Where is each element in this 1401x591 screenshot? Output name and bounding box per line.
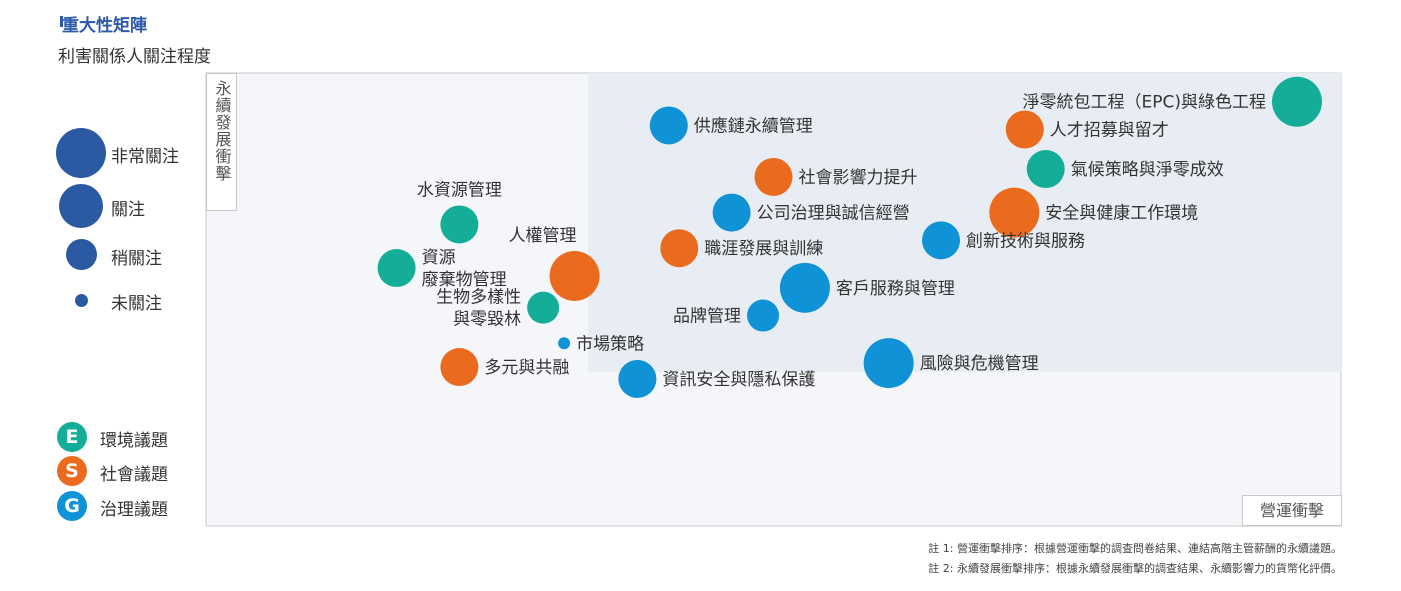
governance-badge: G	[57, 491, 87, 521]
topic-point-14	[747, 299, 780, 332]
x-axis-label-box: 營運衝擊	[1242, 495, 1342, 526]
topic-label-10: 人權管理	[509, 226, 577, 246]
topic-label-9: 職涯發展與訓練	[704, 239, 823, 259]
topic-label-3: 社會影響力提升	[799, 168, 918, 188]
size-legend-dot-4	[56, 128, 106, 178]
size-legend-label: 稍關注	[111, 249, 162, 269]
social-badge: S	[57, 456, 87, 486]
x-axis-label: 營運衝擊	[1259, 501, 1324, 520]
topic-point-0	[1272, 76, 1322, 127]
topic-point-1	[1005, 110, 1044, 149]
page-title: 重大性矩陣	[62, 16, 147, 36]
topic-point-5	[712, 193, 751, 232]
topic-point-9	[660, 229, 699, 268]
topic-label-16: 多元與共融	[484, 358, 569, 378]
topic-point-18	[863, 338, 914, 389]
topic-point-2	[649, 106, 688, 145]
topic-label-6: 安全與健康工作環境	[1045, 204, 1198, 224]
topic-label-15: 市場策略	[576, 334, 644, 354]
topic-label-2: 供應鏈永續管理	[694, 115, 813, 136]
topic-label-14: 品牌管理	[673, 307, 741, 327]
topic-point-7	[440, 205, 479, 244]
topic-point-8	[922, 221, 961, 260]
size-legend-label: 關注	[111, 200, 145, 220]
governance-label: 治理議題	[100, 500, 168, 520]
social-label: 社會議題	[100, 465, 168, 485]
title-accent-bar	[60, 16, 63, 27]
environment-badge: E	[57, 422, 87, 452]
topic-point-12	[779, 262, 830, 313]
size-legend-dot-3	[59, 184, 103, 228]
topic-point-15	[558, 337, 571, 350]
topic-label-12: 客戶服務與管理	[836, 279, 955, 299]
topic-label-5: 公司治理與誠信經營	[757, 204, 910, 224]
topic-point-11	[377, 249, 416, 288]
topic-point-13	[527, 291, 560, 324]
size-legend-label: 非常關注	[111, 147, 179, 167]
topic-label-11: 資源廢棄物管理	[422, 248, 507, 290]
topic-label-13: 生物多樣性與零毀林	[436, 288, 521, 330]
topic-point-4	[1026, 150, 1065, 189]
topic-point-6	[989, 187, 1040, 238]
page-subtitle: 利害關係人關注程度	[58, 47, 211, 67]
topic-label-0: 淨零統包工程（EPC)與綠色工程	[1023, 93, 1267, 113]
size-legend-dot-1	[75, 294, 88, 307]
topic-point-16	[440, 348, 479, 387]
topic-label-4: 氣候策略與淨零成效	[1071, 160, 1224, 180]
topic-label-17: 資訊安全與隱私保護	[662, 370, 815, 390]
topic-point-10	[549, 250, 600, 301]
topic-label-1: 人才招募與留才	[1050, 120, 1169, 140]
topic-label-7: 水資源管理	[417, 180, 502, 200]
environment-label: 環境議題	[100, 431, 168, 451]
footnote-2: 註 2: 永續發展衝擊排序：根據永續發展衝擊的調查結果、永續影響力的貨幣化評價。	[928, 562, 1342, 575]
size-legend-dot-2	[66, 239, 97, 270]
topic-point-3	[754, 157, 793, 196]
topic-point-17	[618, 359, 657, 398]
footnote-1: 註 1: 營運衝擊排序：根據營運衝擊的調查問卷結果、連結高階主管薪酬的永續議題。	[928, 542, 1342, 555]
y-axis-label: 永續發展衝擊	[212, 80, 232, 182]
high-materiality-region	[588, 73, 1341, 372]
y-axis-label-box: 永續發展衝擊	[206, 73, 237, 211]
topic-label-8: 創新技術與服務	[966, 231, 1085, 251]
size-legend-label: 未關注	[111, 294, 162, 314]
topic-label-18: 風險與危機管理	[920, 354, 1039, 374]
